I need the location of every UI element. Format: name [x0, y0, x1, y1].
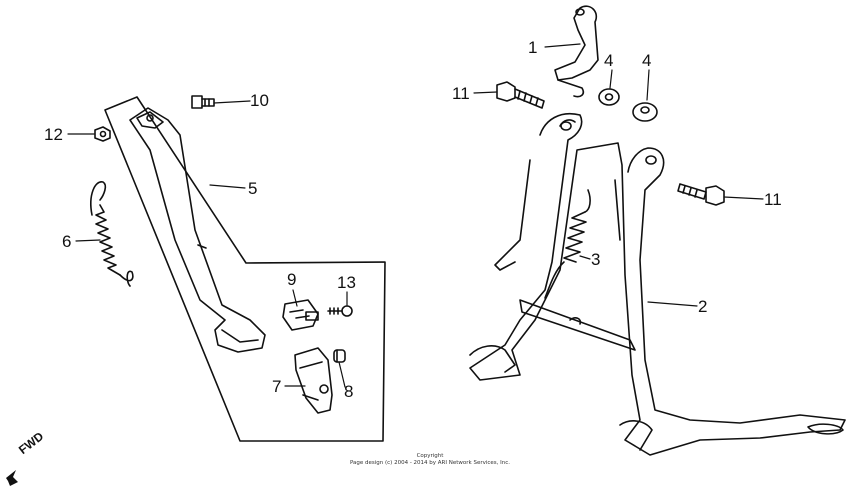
callout-2: 2 [698, 297, 707, 316]
side-stand-spring [90, 181, 134, 287]
main-stand [469, 113, 846, 456]
callout-5: 5 [248, 179, 257, 198]
callout-7: 7 [272, 377, 281, 396]
callout-9: 9 [287, 270, 296, 289]
callout-3: 3 [591, 250, 600, 269]
copyright-title: Copyright [416, 453, 444, 459]
bolt-10 [191, 95, 215, 109]
callout-10: 10 [250, 91, 269, 110]
callout-12: 12 [44, 125, 63, 144]
bolt-11b [677, 183, 725, 206]
copyright-notice: Copyright Page design (c) 2004 - 2014 by… [330, 453, 530, 466]
screw-13 [327, 305, 353, 317]
bracket-7 [294, 347, 333, 414]
bracket-1 [554, 5, 599, 98]
callout-4b: 4 [642, 51, 651, 70]
leader-lines [67, 43, 764, 388]
side-stand-group-outline [104, 96, 386, 442]
switch-9 [282, 299, 319, 331]
callout-11a: 11 [452, 84, 470, 103]
collar-8 [333, 349, 346, 363]
side-stand-arm [129, 107, 266, 353]
callout-8: 8 [344, 382, 353, 401]
main-stand-spring [544, 189, 591, 299]
bolt-11a [496, 81, 545, 109]
callout-4a: 4 [604, 51, 613, 70]
nut-12 [94, 126, 111, 142]
callout-11b: 11 [764, 190, 782, 209]
copyright-text: Page design (c) 2004 - 2014 by ARI Netwo… [349, 459, 511, 466]
washer-4a [598, 88, 620, 106]
forward-arrow-icon [6, 470, 18, 486]
callout-1: 1 [528, 38, 537, 57]
washer-4b [632, 102, 658, 122]
callout-13: 13 [337, 273, 356, 292]
callout-6: 6 [62, 232, 71, 251]
